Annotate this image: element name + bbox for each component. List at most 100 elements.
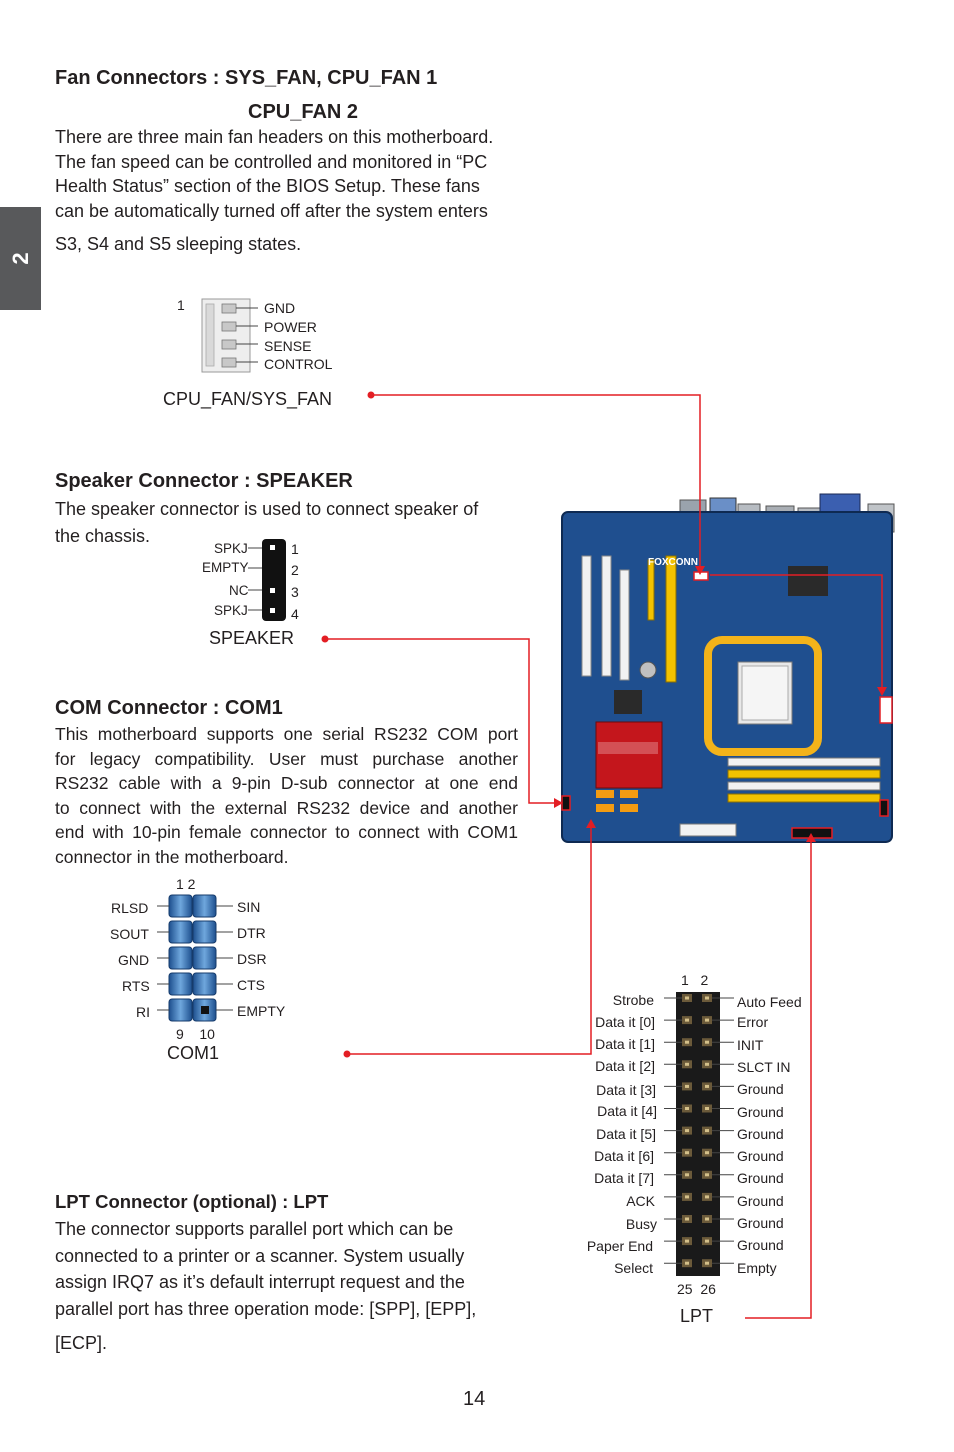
fan-desc-last: S3, S4 and S5 sleeping states. bbox=[55, 234, 302, 254]
com-pin-label-right: CTS bbox=[237, 977, 265, 993]
lpt-pin-label-left: Data it [7] bbox=[594, 1170, 654, 1186]
lpt-pin-label-left: Data it [5] bbox=[596, 1126, 656, 1142]
chapter-tab: 2 bbox=[0, 207, 41, 310]
lpt-pin-label-left: Strobe bbox=[612, 992, 654, 1008]
lpt-pin-tip bbox=[705, 1107, 709, 1110]
lpt-desc-line: connected to a printer or a scanner. Sys… bbox=[55, 1245, 465, 1266]
lpt-pin-tip bbox=[705, 1151, 709, 1155]
lpt-pin-tip bbox=[705, 1062, 709, 1066]
com-pin-label-right: DSR bbox=[237, 951, 267, 967]
lpt-pin-label-left: Busy bbox=[625, 1216, 657, 1232]
lpt-bottom-pin-numbers: 25 26 bbox=[677, 1281, 716, 1297]
com-pin-label-right: EMPTY bbox=[237, 1003, 286, 1019]
lpt-pin-tip bbox=[705, 1173, 709, 1177]
lpt-pin-label-right: Ground bbox=[737, 1104, 784, 1120]
com-pin-label-left: GND bbox=[118, 952, 150, 968]
lpt-desc-line: assign IRQ7 as it’s default interrupt re… bbox=[55, 1272, 465, 1292]
com-desc-last: connector in the motherboard. bbox=[55, 847, 289, 867]
lpt-pin-tip bbox=[705, 1239, 709, 1243]
lpt-pin-tip bbox=[705, 1129, 709, 1133]
lpt-pin-label-right: INIT bbox=[737, 1037, 764, 1053]
fan-pin1-label: 1 bbox=[177, 297, 185, 313]
speaker-pin-label: EMPTY bbox=[202, 560, 249, 575]
lpt-pin-tip bbox=[685, 1261, 689, 1265]
speaker-pin-number: 1 bbox=[291, 541, 299, 557]
lpt-pin-tip bbox=[685, 1217, 689, 1221]
lpt-description: The connector supports parallel port whi… bbox=[55, 1216, 476, 1322]
motherboard-image: FOXCONN bbox=[561, 493, 895, 843]
lpt-pin-tip bbox=[685, 1129, 689, 1133]
board-brand-text: FOXCONN bbox=[648, 557, 698, 568]
com-desc-line: to connect with the external RS232 devic… bbox=[55, 797, 518, 818]
lpt-pin-tip bbox=[705, 996, 709, 1000]
lpt-heading: LPT Connector (optional) : LPT bbox=[55, 1191, 329, 1212]
lpt-pin-tip bbox=[685, 1062, 689, 1066]
lpt-desc-last: [ECP]. bbox=[55, 1333, 108, 1353]
lpt-pin-label-right: Ground bbox=[737, 1237, 784, 1253]
speaker-desc-line2: the chassis. bbox=[55, 526, 151, 546]
speaker-heading: Speaker Connector : SPEAKER bbox=[55, 470, 353, 492]
lpt-pin-label-left: Paper End bbox=[586, 1238, 653, 1254]
lpt-pin-label-right: Ground bbox=[737, 1148, 784, 1164]
lpt-pin-tip bbox=[685, 1195, 689, 1199]
com-pin-label-right: SIN bbox=[237, 899, 261, 915]
page-number: 14 bbox=[463, 1388, 486, 1410]
com-desc-line: This motherboard supports one serial RS2… bbox=[55, 724, 518, 744]
com-pin-label-left: RI bbox=[136, 1004, 150, 1020]
lpt-pin-label-left: Data it [0] bbox=[595, 1014, 655, 1030]
lpt-pin-tip bbox=[685, 1173, 689, 1177]
lpt-pin-tip bbox=[705, 1261, 709, 1265]
lpt-pin-label-left: Select bbox=[614, 1260, 653, 1276]
lpt-pin-tip bbox=[685, 1084, 689, 1088]
lpt-pin-tip bbox=[705, 1018, 709, 1022]
lpt-pin-label-right: Ground bbox=[737, 1170, 784, 1186]
fan-header-graphic bbox=[201, 298, 258, 373]
lpt-pin-label-left: Data it [1] bbox=[595, 1036, 655, 1052]
speaker-pin-label: NC bbox=[229, 583, 249, 598]
lpt-pin-tip bbox=[685, 1107, 689, 1110]
lpt-diagram-caption: LPT bbox=[680, 1306, 714, 1326]
lpt-pin-label-right: Ground bbox=[737, 1193, 784, 1209]
lpt-header-graphic bbox=[664, 992, 734, 1276]
com-description: This motherboard supports one serial RS2… bbox=[55, 722, 518, 845]
com-desc-line: end with 10-pin female connector to conn… bbox=[55, 822, 518, 842]
lpt-pin-label-right: Empty bbox=[737, 1260, 777, 1276]
com-desc-line: for legacy compatibility. User must purc… bbox=[55, 748, 518, 769]
lpt-pin-tip bbox=[705, 1084, 709, 1088]
lpt-pin-label-left: ACK bbox=[626, 1193, 655, 1209]
fan-description: There are three main fan headers on this… bbox=[55, 125, 525, 223]
lpt-pin-tip bbox=[685, 1151, 689, 1155]
speaker-pin-number: 3 bbox=[291, 584, 299, 600]
speaker-pin-number: 2 bbox=[291, 562, 299, 578]
lpt-pin-tip bbox=[705, 1040, 709, 1044]
speaker-pin-label: SPKJ bbox=[214, 541, 248, 556]
lpt-pin-tip bbox=[685, 1040, 689, 1044]
lpt-top-pin-numbers: 1 2 bbox=[681, 972, 709, 988]
lpt-pin-label-left: Data it [2] bbox=[595, 1058, 655, 1074]
lpt-pin-label-right: Error bbox=[737, 1014, 769, 1030]
com-top-pin-numbers: 1 2 bbox=[176, 876, 196, 892]
fan-heading: Fan Connectors : SYS_FAN, CPU_FAN 1 bbox=[55, 67, 438, 89]
speaker-pin-label: SPKJ bbox=[214, 603, 248, 618]
speaker-header-graphic bbox=[248, 539, 286, 621]
fan-pin-sense: SENSE bbox=[264, 338, 312, 354]
com-pin-label-right: DTR bbox=[237, 925, 266, 941]
lpt-pin-label-right: Ground bbox=[737, 1215, 784, 1231]
lpt-pin-label-right: Auto Feed bbox=[737, 994, 802, 1010]
fan-pin-control: CONTROL bbox=[264, 356, 333, 372]
lpt-pin-label-left: Data it [4] bbox=[597, 1103, 657, 1119]
com-pin-label-left: SOUT bbox=[110, 926, 149, 942]
lpt-pin-label-left: Data it [3] bbox=[596, 1082, 656, 1098]
fan-desc-line: There are three main fan headers on this… bbox=[55, 127, 494, 147]
fan-diagram-caption: CPU_FAN/SYS_FAN bbox=[163, 389, 333, 409]
com-header-graphic bbox=[157, 894, 233, 1022]
com-desc-line: RS232 cable with a 9-pin D-sub connector… bbox=[55, 773, 518, 793]
fan-desc-line: The fan speed can be controlled and moni… bbox=[55, 151, 488, 172]
speaker-pin-number: 4 bbox=[291, 606, 299, 622]
lpt-pin-tip bbox=[685, 1018, 689, 1022]
com-bottom-pin-numbers: 9 10 bbox=[176, 1026, 215, 1042]
lpt-pin-tip bbox=[685, 1239, 689, 1243]
lpt-pin-tip bbox=[685, 996, 689, 1000]
lpt-pin-tip bbox=[705, 1195, 709, 1199]
lpt-pin-label-left: Data it [6] bbox=[594, 1148, 654, 1164]
